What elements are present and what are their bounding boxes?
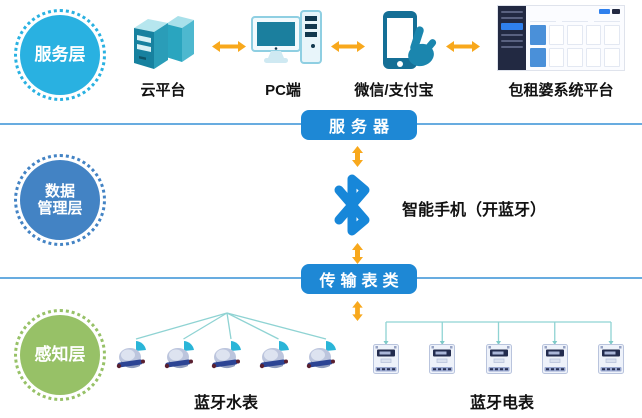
data-management-layer-badge: 数据 管理层 xyxy=(14,154,106,246)
server-node-box: 服务器 xyxy=(301,110,417,140)
electric-meter-icon xyxy=(429,344,456,379)
pc-label: PC端 xyxy=(265,82,301,99)
cloud-platform-label: 云平台 xyxy=(140,82,186,99)
platform-label: 包租婆系统平台 xyxy=(508,82,614,99)
double-arrow-transfer-meters-icon xyxy=(351,301,364,326)
dashboard-sidebar xyxy=(498,6,526,70)
desktop-pc-icon xyxy=(251,10,323,77)
perception-layer-badge: 感知层 xyxy=(14,309,106,401)
water-meter-icon xyxy=(306,338,340,375)
double-arrow-server-bluetooth-icon xyxy=(351,146,364,172)
double-arrow-pc-wechat-icon xyxy=(331,40,365,58)
double-arrow-wechat-platform-icon xyxy=(446,40,480,58)
smartphone-bluetooth-label: 智能手机（开蓝牙） xyxy=(402,202,547,219)
wechat-alipay-label: 微信/支付宝 xyxy=(354,82,434,99)
cloud-server-icon xyxy=(126,8,198,81)
double-arrow-cloud-pc-icon xyxy=(212,40,246,58)
bluetooth-icon xyxy=(329,169,375,246)
service-layer-label: 服务层 xyxy=(34,45,86,65)
transfer-node-label: 传输表类 xyxy=(319,273,404,290)
water-meter-group-label: 蓝牙水表 xyxy=(193,395,258,412)
double-arrow-bluetooth-transfer-icon xyxy=(351,243,364,269)
data-layer-label-line1: 数据 xyxy=(44,182,75,200)
electric-meter-icon xyxy=(373,344,399,379)
water-meter-icon xyxy=(164,338,198,375)
server-node-label: 服务器 xyxy=(328,119,395,136)
electric-meter-group-label: 蓝牙电表 xyxy=(469,395,534,412)
phone-tap-icon xyxy=(377,10,439,79)
electric-meter-icon xyxy=(541,344,568,379)
electric-meter-icon xyxy=(485,344,512,379)
data-layer-label-line2: 管理层 xyxy=(37,200,83,217)
service-layer-badge: 服务层 xyxy=(14,9,106,101)
water-meter-icon xyxy=(259,338,293,375)
water-meter-icon xyxy=(116,338,150,375)
perception-layer-label: 感知层 xyxy=(34,345,86,365)
water-meter-icon xyxy=(211,338,245,375)
dashboard-card-grid xyxy=(530,25,620,67)
dashboard-screenshot-icon xyxy=(497,5,625,71)
electric-meter-icon xyxy=(598,344,624,379)
transfer-node-box: 传输表类 xyxy=(301,264,417,294)
